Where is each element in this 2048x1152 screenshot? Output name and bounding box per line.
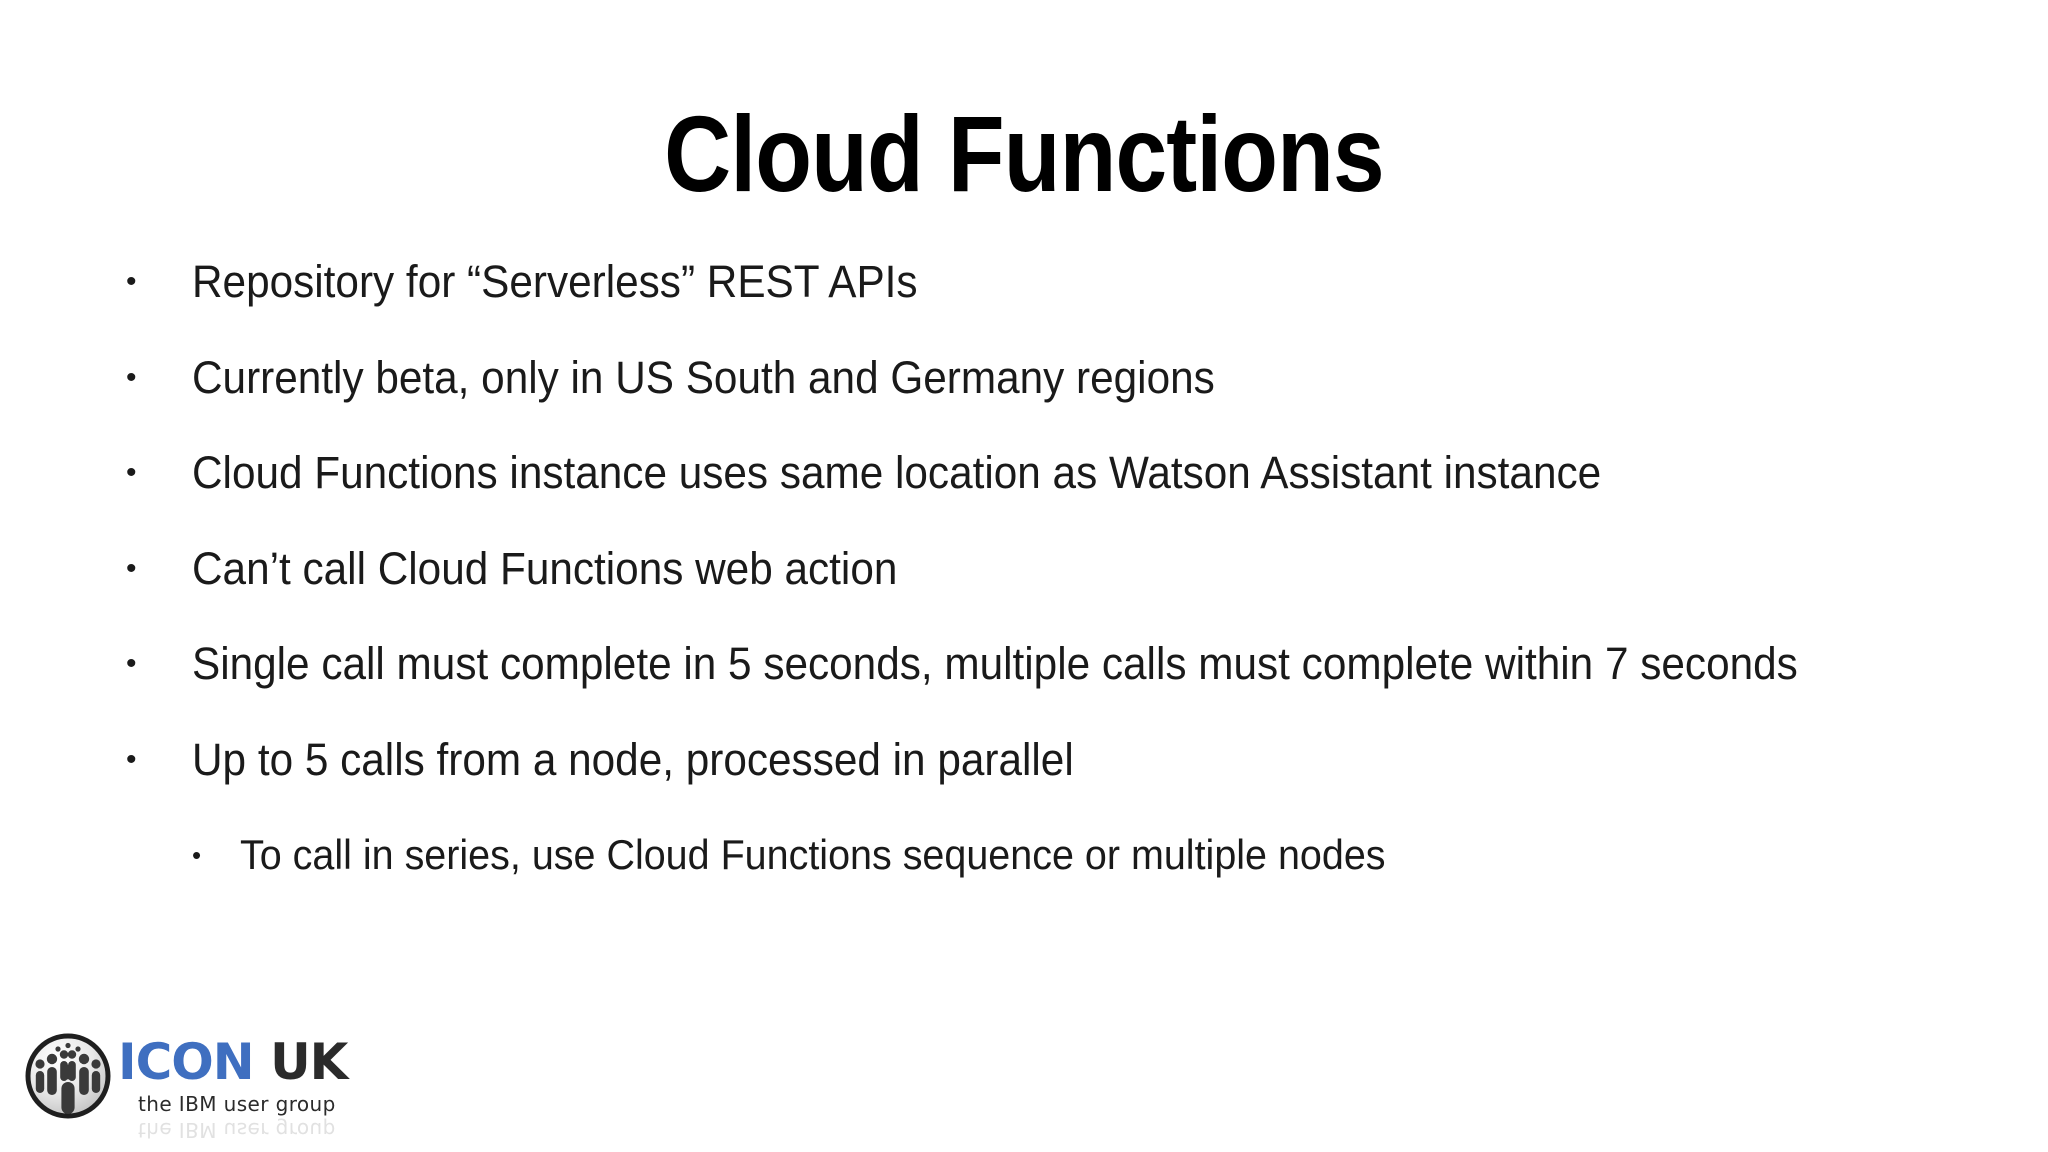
sub-list-item-text: To call in series, use Cloud Functions s… <box>240 830 1386 878</box>
page-title: Cloud Functions <box>664 93 1385 214</box>
bullet-point-icon: • <box>192 839 202 870</box>
bullet-list: • Repository for “Serverless” REST APIs … <box>126 256 1986 902</box>
list-item: • Currently beta, only in US South and G… <box>126 351 1986 403</box>
list-item-text: Currently beta, only in US South and Ger… <box>192 351 1215 403</box>
list-item-text: Repository for “Serverless” REST APIs <box>192 256 918 307</box>
bullet-point-icon: • <box>126 456 137 490</box>
logo-tagline: the IBM user group <box>138 1092 336 1116</box>
list-item: • Single call must complete in 5 seconds… <box>126 640 1986 689</box>
list-item: • Repository for “Serverless” REST APIs <box>126 256 1986 307</box>
list-item-text: Single call must complete in 5 seconds, … <box>192 638 1798 690</box>
icon-uk-wordmark: ICON UK <box>118 1034 368 1104</box>
bullet-point-icon: • <box>126 742 137 776</box>
bullet-point-icon: • <box>126 265 137 298</box>
sub-list-item: • To call in series, use Cloud Functions… <box>126 830 1986 878</box>
list-item: • Cloud Functions instance uses same loc… <box>126 449 1986 498</box>
icon-uk-logo: ICON UK the IBM user group the IBM user … <box>18 1030 368 1152</box>
logo-name-primary: ICON <box>118 1033 255 1091</box>
logo-name-secondary: UK <box>270 1033 348 1091</box>
bullet-point-icon: • <box>126 647 137 681</box>
list-item-text: Up to 5 calls from a node, processed in … <box>192 733 1074 785</box>
list-item-text: Cloud Functions instance uses same locat… <box>192 447 1602 499</box>
logo-tagline-reflection: the IBM user group <box>138 1118 336 1142</box>
bullet-point-icon: • <box>126 551 137 585</box>
bullet-point-icon: • <box>126 360 137 394</box>
icon-uk-emblem-icon <box>22 1032 114 1124</box>
list-item: • Up to 5 calls from a node, processed i… <box>126 733 1986 785</box>
list-item-text: Can’t call Cloud Functions web action <box>192 542 898 594</box>
list-item: • Can’t call Cloud Functions web action <box>126 542 1986 594</box>
